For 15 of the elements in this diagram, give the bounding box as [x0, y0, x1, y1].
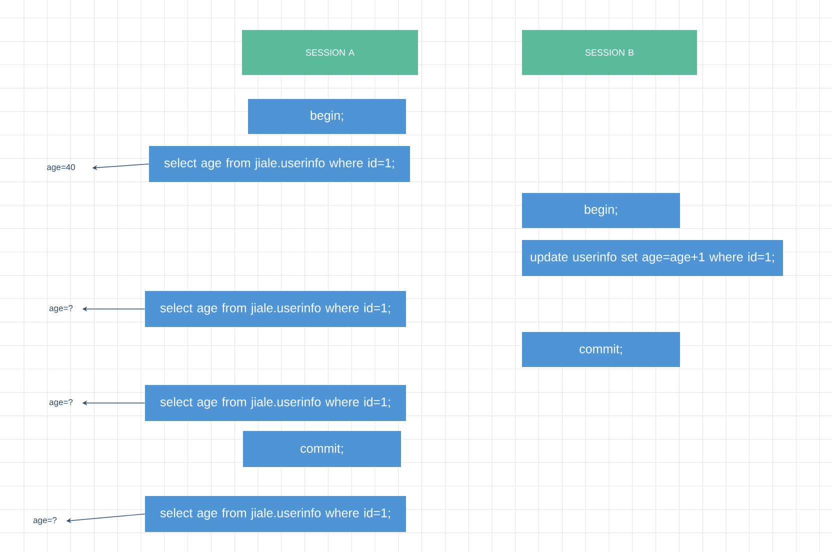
result-text: age=40 [47, 164, 75, 172]
statement-box: select age from jiale.userinfo where id=1; [149, 146, 410, 182]
statement-box: select age from jiale.userinfo where id=1; [145, 291, 406, 327]
session-header: SESSION B [522, 30, 697, 75]
statement-box: begin; [248, 99, 406, 134]
statement-box: begin; [522, 193, 680, 228]
statement-box: select age from jiale.userinfo where id=1; [145, 496, 406, 532]
statement-box: update userinfo set age=age+1 where id=1; [522, 240, 783, 276]
result-text: age=? [33, 517, 57, 525]
result-text: age=? [49, 399, 73, 407]
session-header: SESSION A [242, 30, 418, 75]
statement-box: select age from jiale.userinfo where id=1; [145, 385, 406, 421]
statement-box: commit; [243, 431, 401, 467]
result-text: age=? [49, 305, 73, 313]
statement-box: commit; [522, 332, 680, 367]
